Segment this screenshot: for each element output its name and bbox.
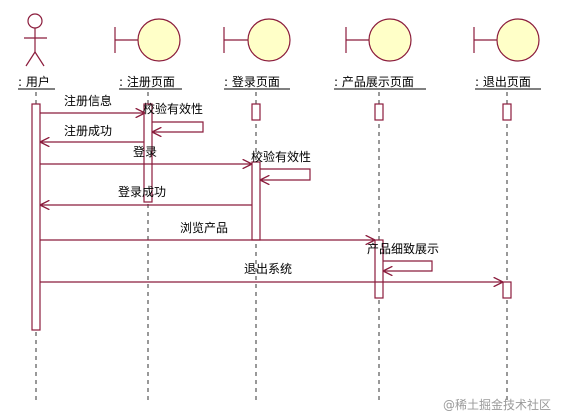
- user-actor-icon: [24, 13, 47, 67]
- message-arrow-register-validate: [152, 121, 204, 132]
- message-arrow-product-detail: [383, 260, 433, 271]
- lifeline-label-logout: : 退出页面: [475, 75, 531, 89]
- message-label-product-detail: 产品细致展示: [367, 242, 439, 256]
- message-label-register-validate: 校验有效性: [143, 101, 203, 116]
- activation-register: [143, 103, 153, 203]
- login-page-boundary-icon: [223, 18, 291, 62]
- activation-logout: [502, 281, 512, 299]
- activation-user: [31, 103, 41, 331]
- message-label-register-info: 注册信息: [64, 93, 112, 108]
- message-label-login-validate: 校验有效性: [251, 149, 311, 164]
- lifeline-label-login: : 登录页面: [224, 74, 280, 89]
- activation-logout-top: [502, 103, 512, 121]
- product-page-boundary-icon: [345, 18, 412, 62]
- activation-login: [251, 161, 261, 241]
- message-label-login: 登录: [133, 144, 157, 159]
- lifeline-label-product: : 产品展示页面: [334, 75, 414, 89]
- message-label-login-success: 登录成功: [118, 184, 166, 199]
- activation-register-top: [251, 103, 261, 121]
- activation-product: [374, 239, 384, 299]
- message-label-register-success: 注册成功: [64, 123, 112, 138]
- lifeline-label-register: : 注册页面: [119, 74, 175, 89]
- message-label-logout: 退出系统: [244, 262, 292, 276]
- activation-product-top: [374, 103, 384, 121]
- watermark: @稀土掘金技术社区: [443, 397, 551, 412]
- message-label-browse-products: 浏览产品: [180, 220, 228, 235]
- lifeline-label-user: : 用户: [18, 74, 50, 89]
- message-arrow-login-validate: [260, 168, 311, 180]
- register-page-boundary-icon: [114, 18, 181, 62]
- logout-page-boundary-icon: [473, 18, 540, 62]
